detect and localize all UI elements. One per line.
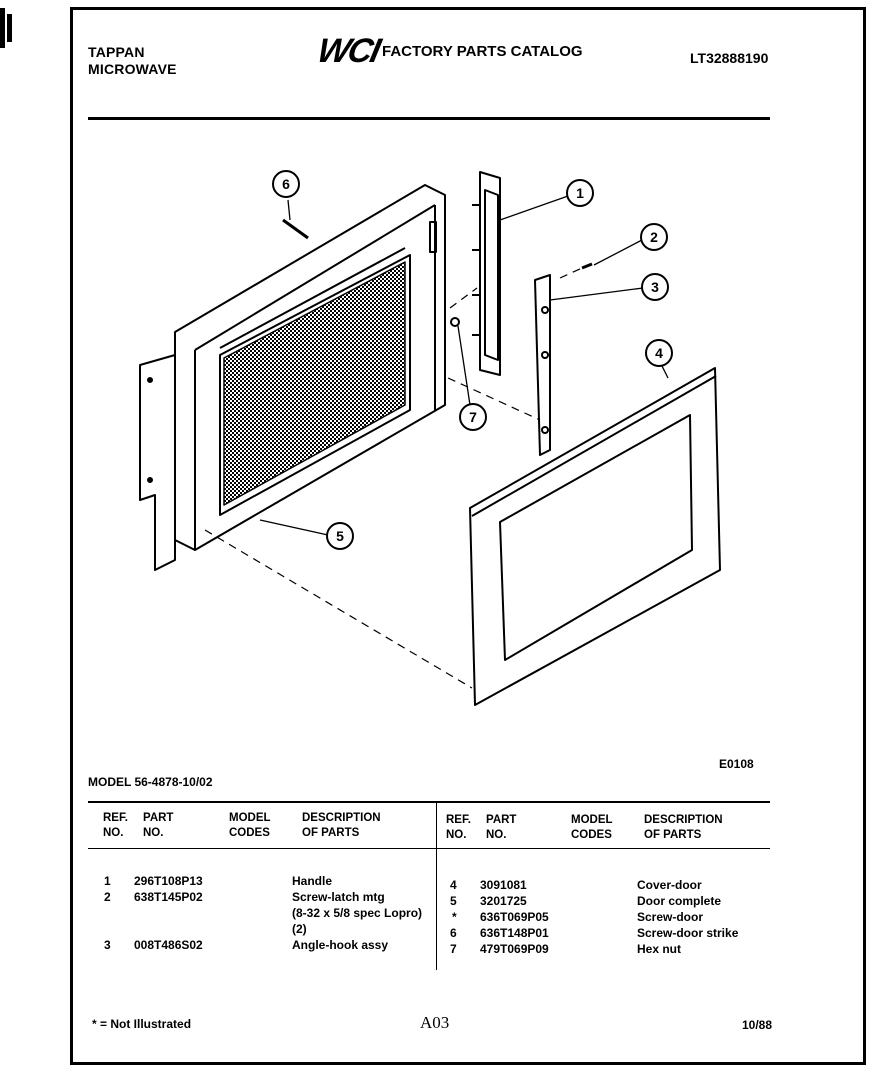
ref-no: 5 <box>450 894 457 908</box>
part-no: 479T069P09 <box>480 942 549 956</box>
part-description: (8-32 x 5/8 spec Lopro) <box>292 906 423 920</box>
part-description: Handle <box>292 874 333 888</box>
door-cover-panel <box>469 367 721 706</box>
part-no: 636T069P05 <box>480 910 549 924</box>
part-no: 296T108P13 <box>134 874 203 888</box>
part-description: Screw-latch mtg <box>292 890 385 904</box>
callout-6-label: 6 <box>282 176 290 192</box>
callout-2-label: 2 <box>650 229 658 245</box>
header-rule <box>88 117 770 120</box>
callout-3: 3 <box>641 273 669 301</box>
drawing-code: E0108 <box>719 757 754 771</box>
mesh-window <box>223 261 406 506</box>
exploded-parts-diagram: 1 2 3 4 5 6 7 <box>139 170 721 706</box>
part-description: Door complete <box>637 894 722 908</box>
part-no: 3091081 <box>480 878 527 892</box>
revision-date: 10/88 <box>742 1018 773 1032</box>
table-top-rule <box>88 801 770 803</box>
callout-5-label: 5 <box>336 528 344 544</box>
hinge-bracket-left <box>139 354 176 571</box>
callout-1: 1 <box>566 179 594 207</box>
page-border <box>70 7 866 1065</box>
ref-no: 6 <box>450 926 457 940</box>
catalog-code: LT32888190 <box>690 50 769 66</box>
ref-no: 3 <box>104 938 111 952</box>
part-no: 3201725 <box>480 894 527 908</box>
latch-screw <box>581 262 593 270</box>
callout-7: 7 <box>459 403 487 431</box>
table-header-rule <box>88 848 770 849</box>
part-no: 638T145P02 <box>134 890 203 904</box>
table-divider <box>436 802 437 970</box>
part-no: 636T148P01 <box>480 926 549 940</box>
part-description: Hex nut <box>637 942 682 956</box>
door-handle <box>472 171 501 376</box>
door-strike-screw <box>282 218 309 240</box>
ref-no: 7 <box>450 942 457 956</box>
callout-6: 6 <box>272 170 300 198</box>
ref-no: * <box>452 910 457 924</box>
brand-block: TAPPAN MICROWAVE <box>88 44 177 78</box>
part-no: 008T486S02 <box>134 938 203 952</box>
header-ref-no: REF.NO. <box>103 812 128 839</box>
callout-2: 2 <box>640 223 668 251</box>
angle-hook-assembly <box>534 274 551 456</box>
part-description: Screw-door <box>637 910 704 924</box>
part-description: Screw-door strike <box>637 926 739 940</box>
brand-name: TAPPAN <box>88 44 145 60</box>
callout-4-label: 4 <box>655 345 663 361</box>
part-description: Angle-hook assy <box>292 938 389 952</box>
hex-nut <box>450 317 460 327</box>
ref-no: 2 <box>104 890 111 904</box>
page-number: A03 <box>420 1013 450 1032</box>
part-description: Cover-door <box>637 878 702 892</box>
product-type: MICROWAVE <box>88 61 177 77</box>
not-illustrated-note: * = Not Illustrated <box>92 1017 192 1031</box>
callout-5: 5 <box>326 522 354 550</box>
model-number: MODEL 56-4878-10/02 <box>88 775 213 789</box>
ref-no: 1 <box>104 874 111 888</box>
scan-corner-mark <box>0 8 12 48</box>
catalog-title: FACTORY PARTS CATALOG <box>382 43 583 60</box>
wci-logo: WCI <box>314 32 383 70</box>
header-ref-no-right: REF.NO. <box>446 814 471 841</box>
callout-4: 4 <box>645 339 673 367</box>
ref-no: 4 <box>450 878 457 892</box>
callout-3-label: 3 <box>651 279 659 295</box>
callout-1-label: 1 <box>576 185 584 201</box>
callout-7-label: 7 <box>469 409 477 425</box>
part-description: (2) <box>292 922 307 936</box>
